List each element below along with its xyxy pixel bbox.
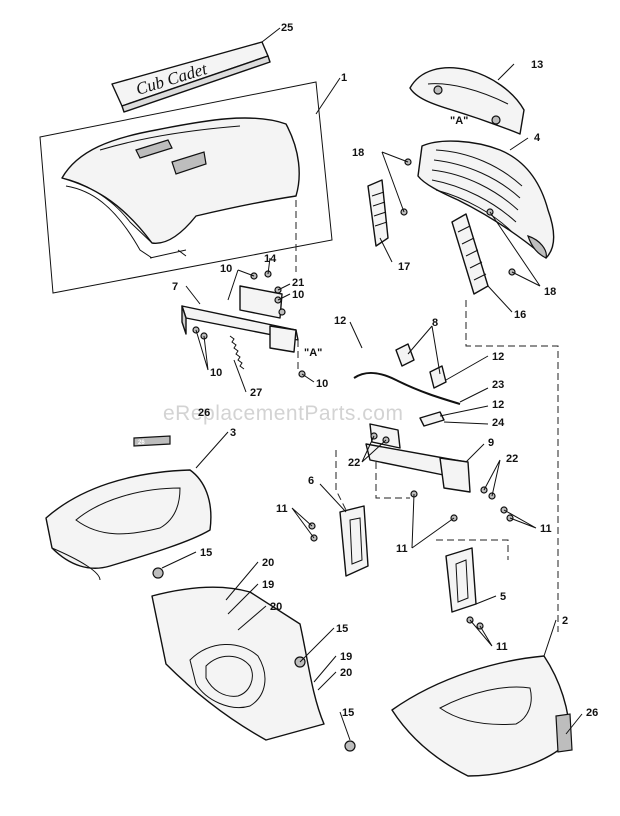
part-3-side-panel: 26: [45, 435, 212, 581]
part-17-bracket: [367, 179, 389, 247]
part-2-side-panel: [391, 655, 573, 777]
callout-14: 14: [264, 253, 277, 265]
callout-20-low: 20: [340, 667, 352, 679]
part-5-plate: [445, 547, 477, 613]
callout-2: 2: [562, 615, 568, 627]
callout-numbers: 25 1 13 4 18 18 17 16 10 14 21 10 7 10 1…: [172, 22, 598, 719]
callout-7: 7: [172, 281, 178, 293]
part-16-bracket: [451, 213, 489, 295]
callout-8: 8: [432, 317, 438, 329]
callout-27: 27: [250, 387, 262, 399]
leader-lines: [161, 27, 583, 741]
callout-24: 24: [492, 417, 505, 429]
callout-4: 4: [534, 132, 541, 144]
callout-13: 13: [531, 59, 543, 71]
callout-16: 16: [514, 309, 526, 321]
callout-26-right: 26: [586, 707, 598, 719]
part-24-clip: [419, 411, 445, 427]
callout-15-mid: 15: [336, 623, 348, 635]
callout-12-mid: 12: [492, 351, 504, 363]
callout-11-right: 11: [540, 523, 552, 535]
callout-11-mid: 11: [396, 543, 408, 555]
callout-22-left: 22: [348, 457, 360, 469]
callout-18-top: 18: [352, 147, 364, 159]
callout-10-right: 10: [292, 289, 304, 301]
callout-10-left: 10: [210, 367, 222, 379]
part-13-panel: [409, 67, 525, 135]
callout-20-mid: 20: [270, 601, 282, 613]
part-7-bracket: [181, 285, 299, 353]
callout-6: 6: [308, 475, 314, 487]
callout-26-left: 26: [198, 407, 210, 419]
callout-1: 1: [341, 72, 347, 84]
part-23-rod: [353, 372, 461, 405]
callout-15-left: 15: [200, 547, 212, 559]
callout-12-top: 12: [334, 315, 346, 327]
callout-12-low: 12: [492, 399, 504, 411]
callout-21: 21: [292, 277, 304, 289]
callout-19-top: 19: [262, 579, 274, 591]
callout-15-bottom: 15: [342, 707, 354, 719]
part-4-grille: [417, 140, 555, 259]
part-27-spring: [229, 335, 245, 370]
callout-25: 25: [281, 22, 293, 34]
callout-20-top: 20: [262, 557, 274, 569]
callout-18-right: 18: [544, 286, 556, 298]
part-6-plate: [339, 505, 369, 577]
decal-26-left: 26: [138, 440, 145, 446]
lower-dash-panel: [151, 586, 356, 752]
callout-9: 9: [488, 437, 494, 449]
ref-label-a-mid: "A": [304, 347, 322, 359]
callout-23: 23: [492, 379, 504, 391]
watermark: eReplacementParts.com: [163, 402, 403, 425]
callout-10-bottom: 10: [316, 378, 328, 390]
callout-10-top: 10: [220, 263, 232, 275]
callout-5: 5: [500, 591, 506, 603]
part-1-hood: [39, 81, 333, 294]
ref-label-a-top: "A": [450, 115, 468, 127]
callout-11-left: 11: [276, 503, 288, 515]
callout-22-right: 22: [506, 453, 518, 465]
part-25-decal: Cub Cadet: [111, 41, 271, 113]
callout-3: 3: [230, 427, 236, 439]
callout-17: 17: [398, 261, 410, 273]
assembly-lines: [295, 200, 559, 632]
part-8-linkage: [395, 343, 447, 389]
callout-11-low: 11: [496, 641, 508, 653]
callout-19-low: 19: [340, 651, 352, 663]
part-9-bracket: [365, 423, 471, 493]
